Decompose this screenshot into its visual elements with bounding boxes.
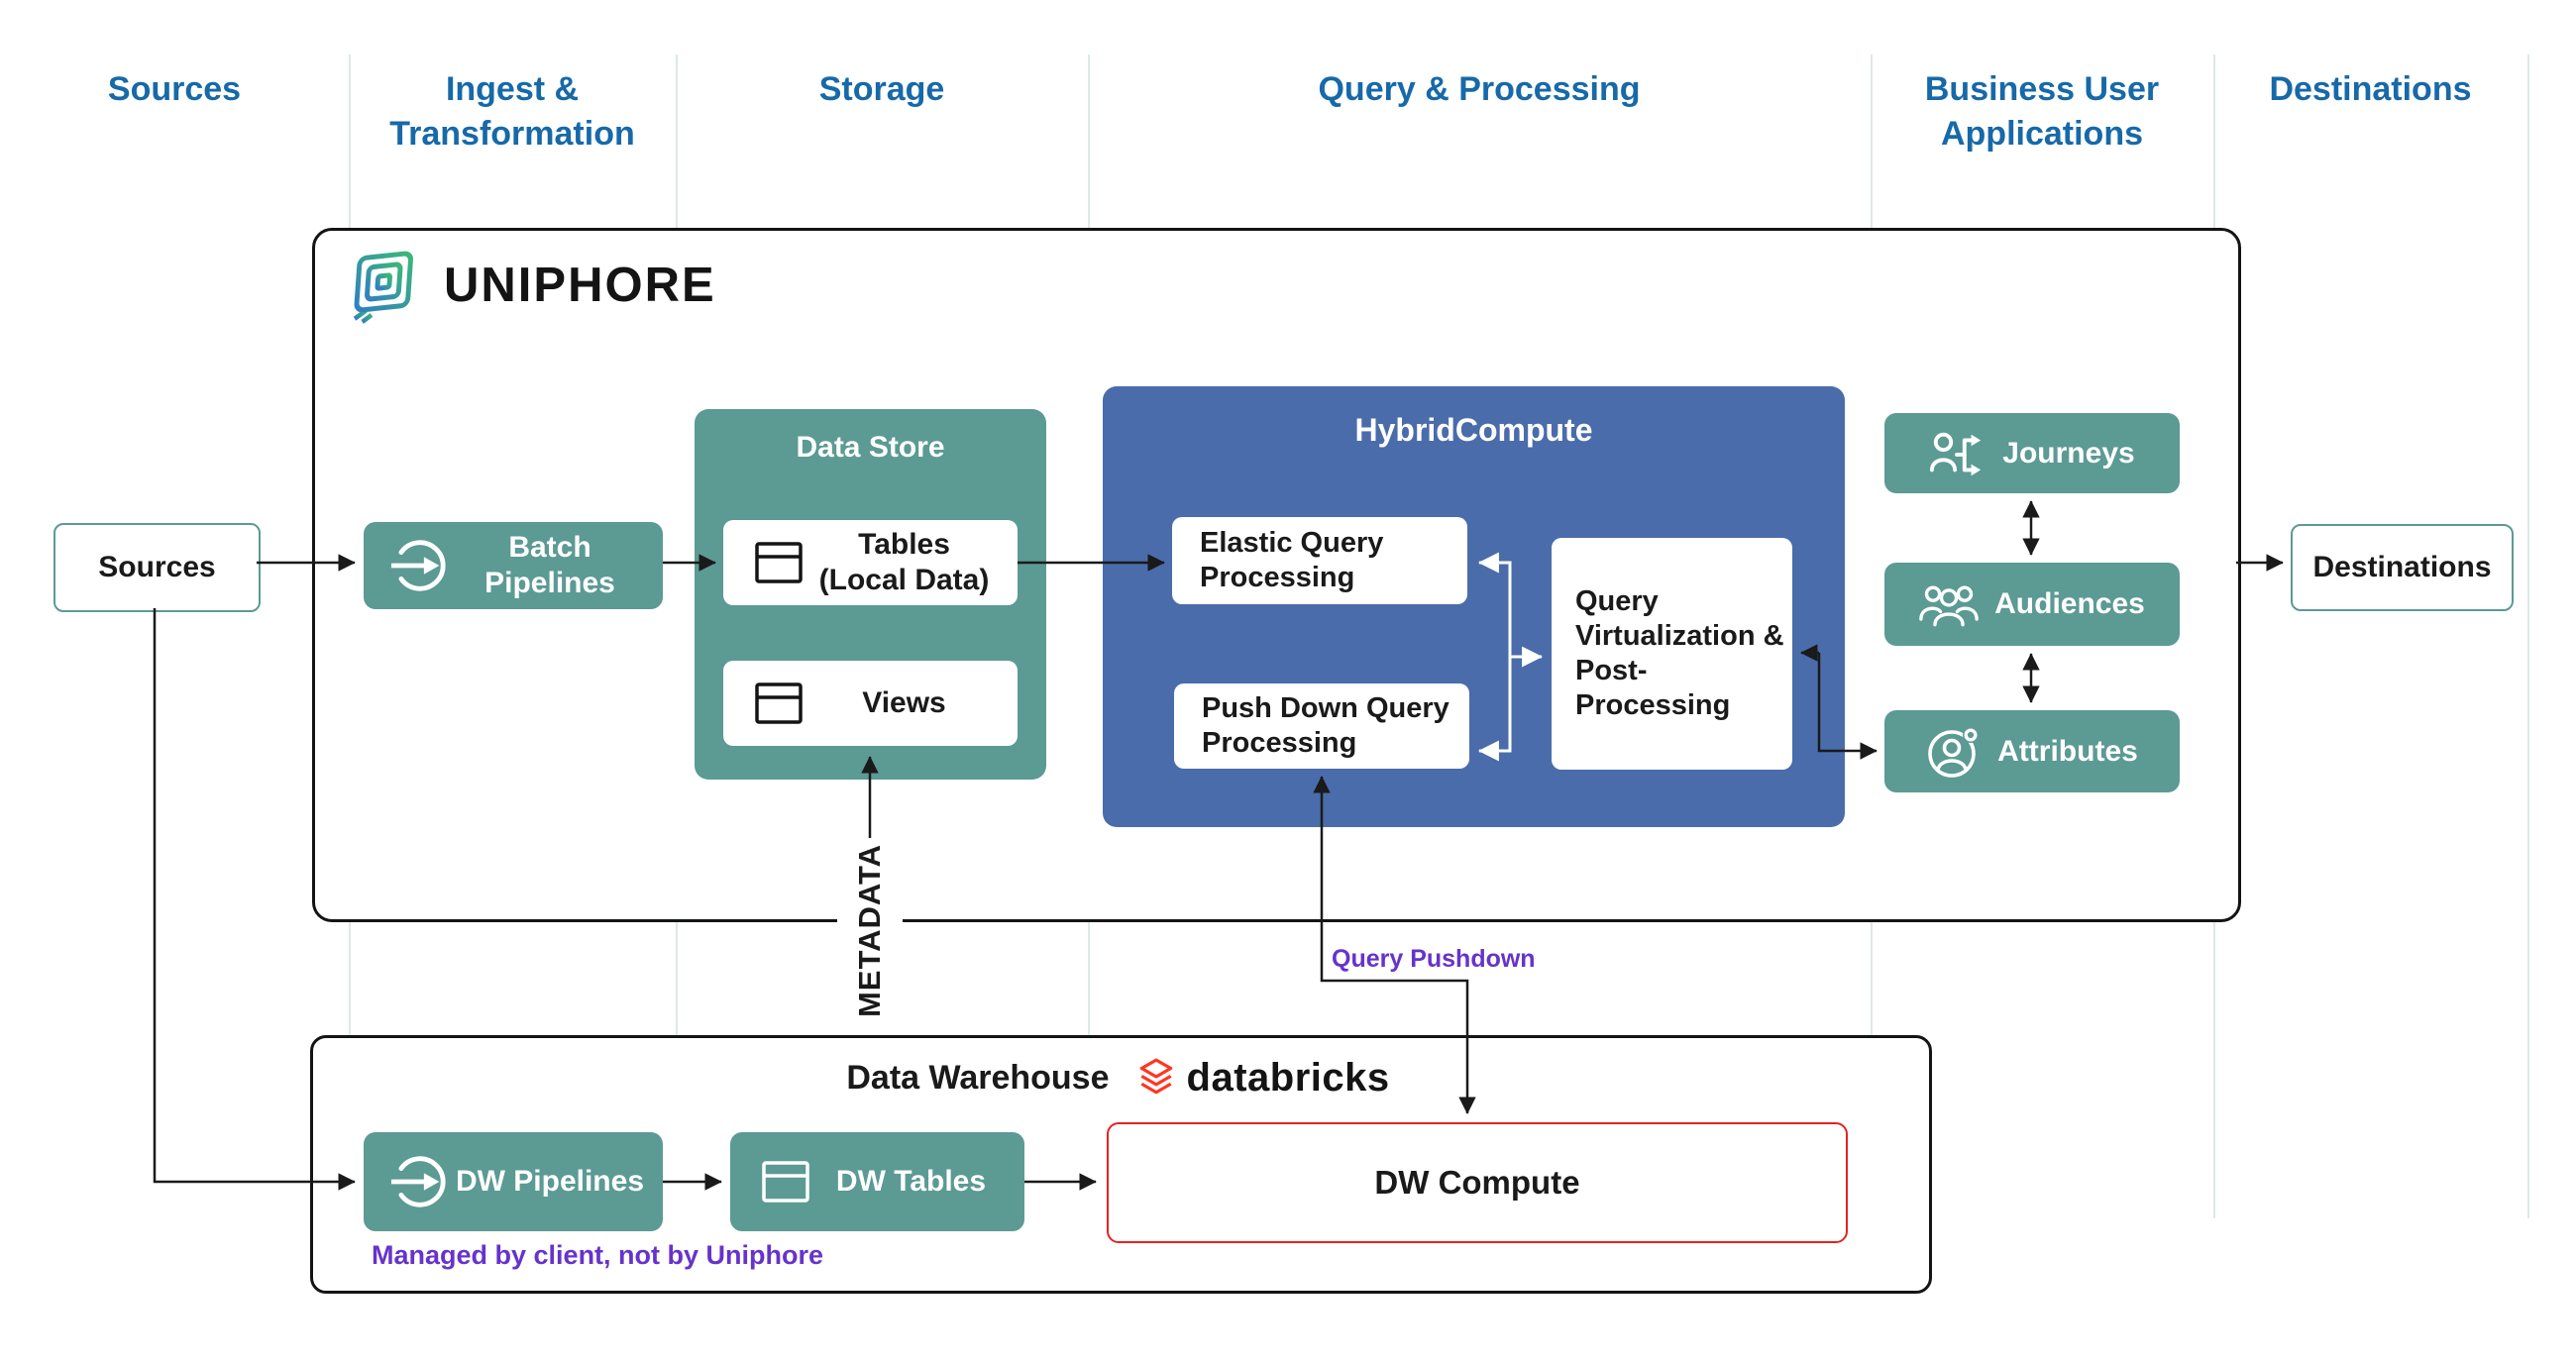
data-warehouse-title: Data Warehouse xyxy=(846,1058,1110,1097)
views-label: Views xyxy=(862,686,946,719)
dw-pipelines-label: DW Pipelines xyxy=(455,1165,645,1198)
uniphore-logo-icon xyxy=(353,251,413,324)
databricks-icon xyxy=(1139,1058,1172,1095)
elastic-query-node: Elastic Query Processing xyxy=(1172,517,1467,604)
push-down-query-node: Push Down Query Processing xyxy=(1174,683,1469,769)
column-header-destinations: Destinations xyxy=(2269,70,2472,108)
audiences-label: Audiences xyxy=(1994,587,2145,620)
elastic-query-label: Elastic Query Processing xyxy=(1200,527,1384,593)
batch-pipelines-label: Batch Pipelines xyxy=(484,531,615,599)
audiences-node: Audiences xyxy=(1884,563,2180,646)
hybrid-compute-title: HybridCompute xyxy=(1354,412,1593,448)
tables-node: Tables (Local Data) xyxy=(723,520,1018,605)
query-virtualization-node: Query Virtualization & Post-Processing xyxy=(1552,538,1792,770)
sources-node: Sources xyxy=(54,523,261,612)
column-divider xyxy=(2527,54,2529,1218)
databricks-wordmark: databricks xyxy=(1186,1055,1390,1100)
query-pushdown-annotation: Query Pushdown xyxy=(1332,945,1536,973)
data-store-title: Data Store xyxy=(796,431,945,464)
dw-pipelines-node: DW Pipelines xyxy=(364,1132,663,1231)
dw-compute-node: DW Compute xyxy=(1107,1122,1848,1243)
tables-label: Tables (Local Data) xyxy=(818,528,990,596)
table-icon xyxy=(755,682,803,724)
dw-tables-label: DW Tables xyxy=(835,1165,987,1198)
destinations-label: Destinations xyxy=(2312,551,2492,583)
journeys-label: Journeys xyxy=(2002,436,2135,470)
column-header-query: Query & Processing xyxy=(1318,70,1641,108)
views-node: Views xyxy=(723,661,1018,746)
data-warehouse-header: Data Warehouse databricks xyxy=(310,1052,1926,1103)
pipeline-icon xyxy=(390,1156,446,1207)
managed-by-annotation: Managed by client, not by Uniphore xyxy=(372,1240,824,1270)
sources-label: Sources xyxy=(98,551,216,583)
uniphore-wordmark: UNIPHORE xyxy=(444,259,716,312)
push-down-query-label: Push Down Query Processing xyxy=(1202,692,1449,759)
table-icon xyxy=(755,542,803,583)
audiences-icon xyxy=(1919,585,1979,627)
journeys-node: Journeys xyxy=(1884,413,2180,493)
attributes-label: Attributes xyxy=(1997,734,2138,768)
column-header-storage: Storage xyxy=(818,70,945,108)
uniphore-logo: UNIPHORE xyxy=(349,246,716,325)
dw-tables-node: DW Tables xyxy=(730,1132,1024,1231)
column-header-business: Business User Applications xyxy=(1924,70,2160,153)
query-virtualization-label: Query Virtualization & Post-Processing xyxy=(1575,585,1784,721)
dw-compute-label: DW Compute xyxy=(1374,1164,1580,1201)
journeys-icon xyxy=(1930,432,1982,475)
attributes-node: Attributes xyxy=(1884,710,2180,792)
destinations-node: Destinations xyxy=(2291,524,2514,611)
databricks-logo: databricks xyxy=(1135,1056,1390,1101)
pipeline-icon xyxy=(390,540,446,591)
batch-pipelines-node: Batch Pipelines xyxy=(364,522,663,609)
table-icon xyxy=(762,1161,809,1203)
attributes-icon xyxy=(1928,726,1980,778)
column-header-ingest: Ingest & Transformation xyxy=(389,70,635,153)
column-header-sources: Sources xyxy=(107,70,242,108)
metadata-label: METADATA xyxy=(837,838,903,1024)
